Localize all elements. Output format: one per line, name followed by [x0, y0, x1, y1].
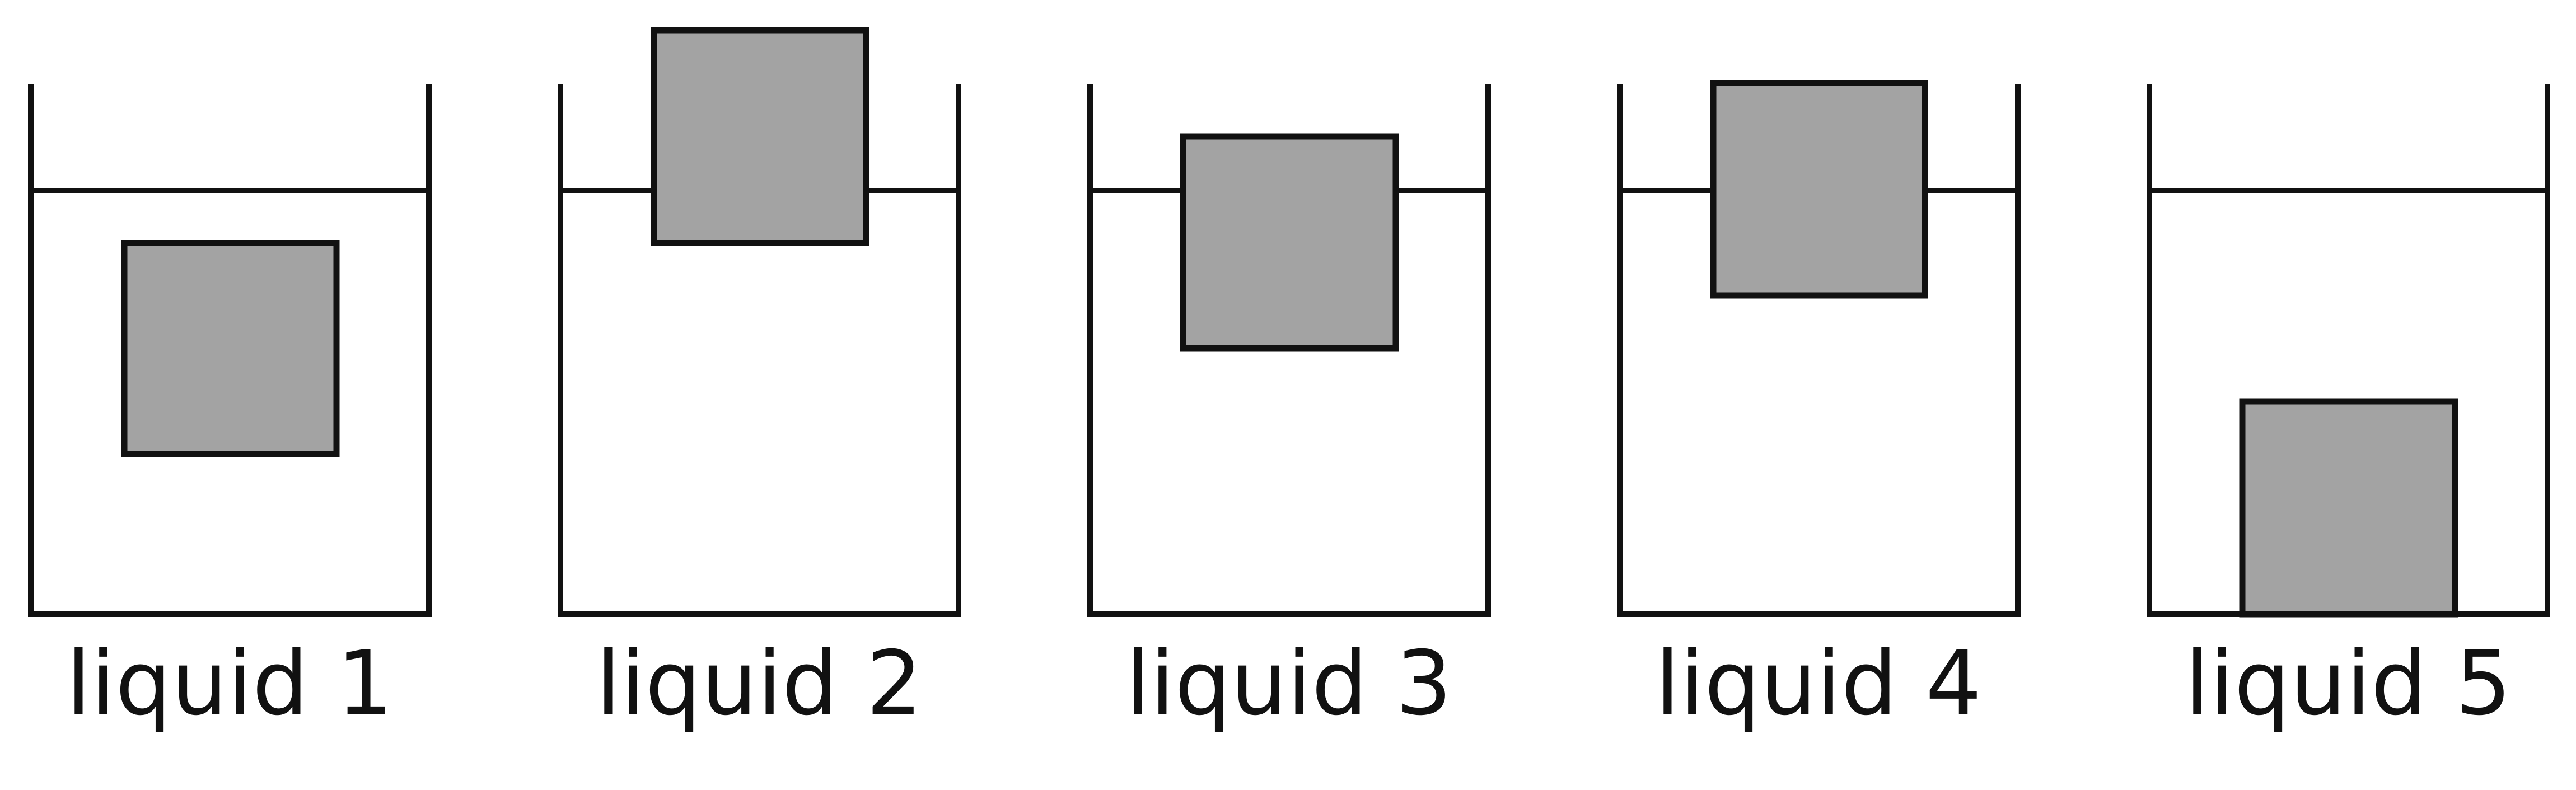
beaker-1: liquid 1: [28, 84, 432, 735]
beaker-1-label: liquid 1: [66, 632, 392, 735]
beaker-5-label: liquid 5: [2185, 632, 2511, 735]
beaker-4: liquid 4: [1617, 80, 2021, 735]
beaker-5-block: [2239, 398, 2458, 618]
beaker-2-block: [651, 27, 869, 246]
beaker-4-label: liquid 4: [1655, 632, 1981, 735]
beaker-2: liquid 2: [558, 27, 961, 735]
beaker-1-block: [121, 240, 340, 457]
beaker-5: liquid 5: [2147, 84, 2550, 735]
beaker-3-label: liquid 3: [1125, 632, 1452, 735]
beaker-3-container: [1087, 84, 1491, 617]
beaker-3: liquid 3: [1087, 84, 1491, 735]
beaker-4-block: [1710, 80, 1928, 299]
beaker-4-container: [1617, 84, 2021, 617]
beaker-2-container: [558, 84, 961, 617]
beaker-2-label: liquid 2: [596, 632, 922, 735]
beaker-3-block: [1180, 133, 1399, 352]
beaker-1-container: [28, 84, 432, 617]
